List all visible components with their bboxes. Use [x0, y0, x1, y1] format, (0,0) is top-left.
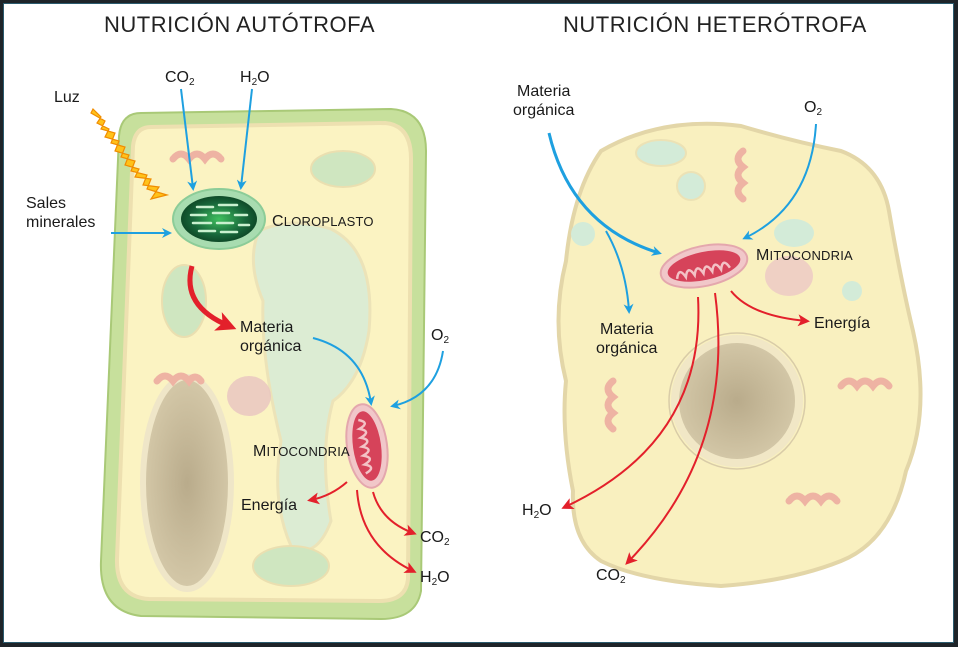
small-mitochondria	[604, 377, 619, 433]
o2-in-arrow	[742, 123, 817, 240]
golgi	[227, 376, 271, 416]
h2o-out-arrow	[561, 296, 700, 510]
mitochondria	[345, 403, 389, 489]
plant-cell	[99, 107, 428, 621]
h2o-input-label: H2O	[240, 69, 270, 88]
animal-cell	[556, 121, 923, 589]
h2o-output-label: H2O	[420, 569, 450, 588]
co2-output-label: CO2	[596, 567, 626, 586]
vacuole	[310, 150, 376, 188]
heterotrophic-title: NUTRICIÓN HETERÓTROFA	[563, 12, 867, 37]
light-label: Luz	[54, 89, 80, 106]
co2-out-arrow	[625, 292, 720, 565]
chloroplast	[172, 188, 266, 250]
diagram-canvas	[90, 88, 923, 621]
small-mitochondria	[785, 492, 841, 507]
co2-in-arrow	[180, 88, 198, 191]
organic-to-mito-arrow	[312, 337, 375, 406]
mitochondria	[659, 243, 749, 289]
h2o-out-arrow	[356, 489, 417, 573]
light-arrow	[90, 107, 170, 200]
vacuole	[571, 222, 595, 246]
co2-out-arrow	[372, 491, 417, 536]
photosynthesis-output-arrow	[187, 265, 237, 331]
energy-label: Energía	[814, 315, 871, 332]
golgi	[765, 256, 813, 296]
energy-out-arrow	[307, 481, 348, 505]
vacuole	[676, 171, 706, 201]
mitochondria-label: MITOCONDRIA	[253, 443, 350, 460]
vacuole	[842, 281, 862, 301]
organic-in-arrow	[547, 132, 662, 256]
o2-to-mito-arrow	[390, 350, 444, 410]
small-mitochondria	[734, 147, 749, 203]
energy-label: Energía	[241, 497, 298, 514]
small-mitochondria	[153, 372, 205, 387]
vacuole	[635, 139, 687, 167]
energy-out-arrow	[730, 290, 810, 327]
small-mitochondria	[837, 377, 893, 392]
vacuole	[161, 264, 207, 338]
nucleus	[140, 374, 234, 592]
co2-output-label: CO2	[420, 529, 450, 548]
vacuole	[774, 219, 814, 247]
o2-input-label: O2	[804, 99, 823, 118]
o2-input-label: O2	[431, 327, 450, 346]
autotrophic-title: NUTRICIÓN AUTÓTROFA	[104, 12, 376, 37]
chloroplast-label: CLOROPLASTO	[272, 213, 374, 230]
h2o-in-arrow	[236, 88, 253, 190]
co2-input-label: CO2	[165, 69, 195, 88]
h2o-output-label: H2O	[522, 502, 552, 521]
small-mitochondria	[169, 150, 225, 165]
organic-branch-arrow	[605, 230, 634, 314]
mitochondria-label: MITOCONDRIA	[756, 247, 853, 264]
central-vacuole	[251, 221, 372, 552]
vacuole	[252, 545, 330, 587]
nuclear-envelope	[668, 332, 806, 470]
diagram-frame: NUTRICIÓN AUTÓTROFA NUTRICIÓN HETERÓTROF…	[3, 3, 954, 643]
